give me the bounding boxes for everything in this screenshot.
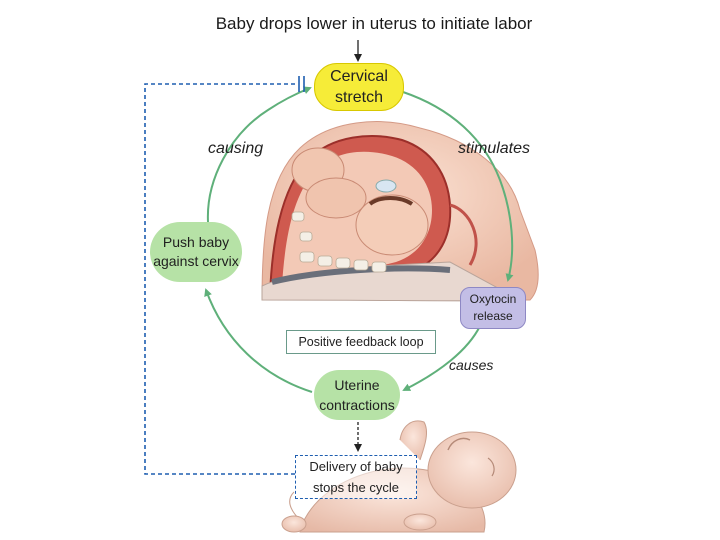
inhibition-bar xyxy=(299,76,304,92)
delivery-node: Delivery of baby stops the cycle xyxy=(295,455,417,499)
delivery-label: Delivery of baby stops the cycle xyxy=(296,456,416,498)
causes-label: causes xyxy=(449,357,493,373)
cervical-stretch-label: Cervical stretch xyxy=(315,66,403,108)
positive-feedback-loop-label: Positive feedback loop xyxy=(286,330,436,354)
stimulates-label: stimulates xyxy=(458,140,530,158)
push-baby-label: Push baby against cervix xyxy=(150,233,242,271)
cervical-stretch-node: Cervical stretch xyxy=(314,63,404,111)
uterine-contractions-node: Uterine contractions xyxy=(314,370,400,420)
uterine-contractions-label: Uterine contractions xyxy=(314,375,400,415)
diagram-title: Baby drops lower in uterus to initiate l… xyxy=(0,14,720,34)
push-baby-node: Push baby against cervix xyxy=(150,222,242,282)
causing-label: causing xyxy=(208,140,263,158)
oxytocin-node: Oxytocin release xyxy=(460,287,526,329)
oxytocin-label: Oxytocin release xyxy=(461,291,525,325)
